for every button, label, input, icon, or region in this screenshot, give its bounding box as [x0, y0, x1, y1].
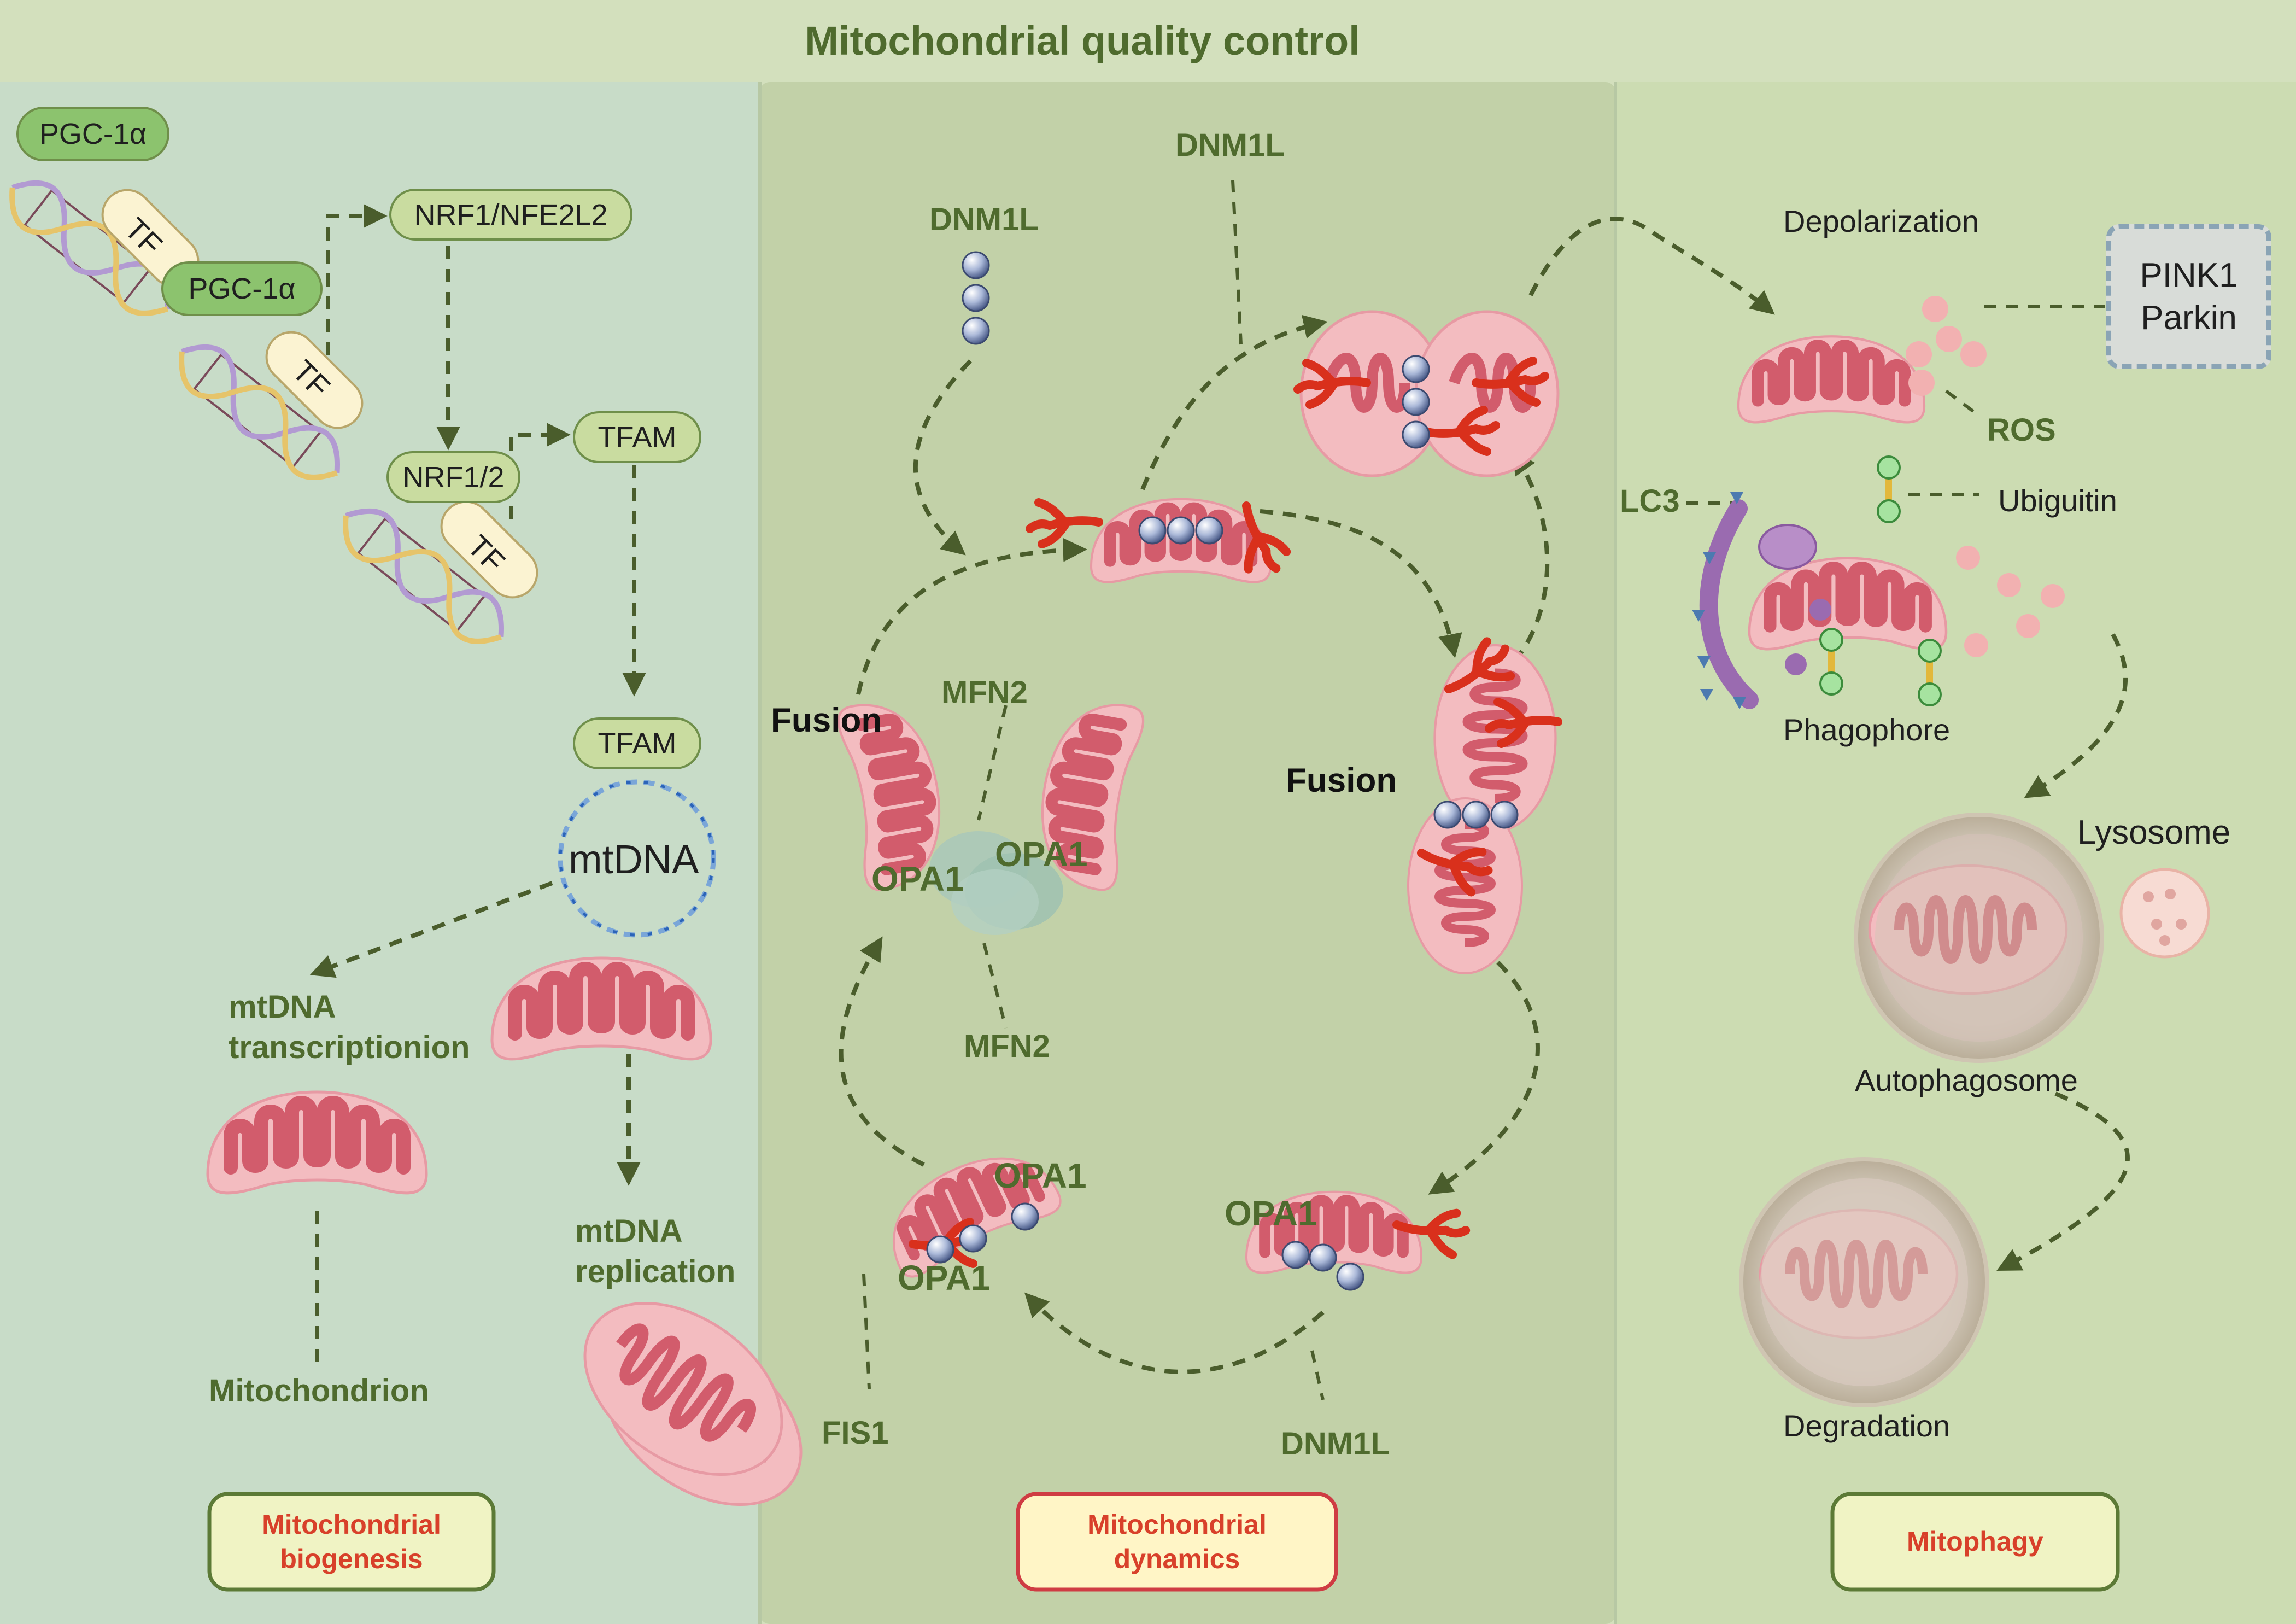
arrow-to-transcription [309, 881, 553, 978]
mitochondrion-label: Mitochondrion [209, 1373, 429, 1409]
tfam-mid-pill: TFAM [573, 717, 701, 769]
degradation-label: Degradation [1783, 1409, 1951, 1443]
degradation-vesicle [1739, 1157, 1989, 1407]
lc3-label: LC3 [1620, 483, 1680, 519]
tfam-top-pill: TFAM [573, 411, 701, 463]
dnm1l-top-label: DNM1L [1175, 127, 1285, 163]
ubiquitin-label: Ubiguitin [1998, 483, 2117, 518]
parkin-label: Parkin [2141, 299, 2237, 337]
mitochondrion-depolarized [1738, 296, 1987, 422]
arrow-to-lysosome [2024, 633, 2128, 798]
arrow-to-degradation [1996, 1091, 2130, 1271]
autophagosome [1854, 813, 2210, 1063]
autophagosome-label: Autophagosome [1855, 1063, 2078, 1097]
arrow-to-bottom-right [1428, 961, 1540, 1195]
mtdna-ring [558, 779, 716, 938]
page-title: Mitochondrial quality control [805, 18, 1360, 63]
mfn2-bottom-label: MFN2 [964, 1029, 1050, 1064]
nrf12-pill: NRF1/2 [386, 451, 520, 503]
tf-box-2 [265, 331, 364, 429]
pink1-label: PINK1 [2140, 256, 2238, 294]
transcription-label: mtDNA transcriptionion [229, 989, 470, 1066]
arrow-to-nrf1 [326, 204, 388, 355]
arrow-right-to-fused [1511, 449, 1550, 663]
arrow-top-to-fused [1140, 314, 1328, 490]
opa1-bottom-right-label: OPA1 [1225, 1194, 1317, 1233]
replication-label: mtDNA replication [575, 1213, 736, 1290]
mtdna-label: mtDNA [569, 837, 699, 882]
arrow-bottom-to-left [1024, 1292, 1325, 1374]
ros-label: ROS [1987, 412, 2056, 448]
arrow-to-depolarization [1528, 217, 1775, 315]
nrf1-nfe2l2-pill: NRF1/NFE2L2 [389, 189, 632, 241]
mitochondrion-fusion-pair [836, 694, 1145, 935]
dnm1l-stack [962, 251, 990, 345]
pink1-parkin-box: PINK1 Parkin [2106, 224, 2271, 369]
fis1-label: FIS1 [822, 1415, 889, 1451]
opa1-bottom-left-label: OPA1 [898, 1258, 991, 1298]
phagophore-label: Phagophore [1783, 712, 1951, 747]
lysosome-label: Lysosome [2077, 814, 2231, 851]
mitochondrion-fused-top [1298, 310, 1560, 477]
tf-box-3 [440, 500, 538, 599]
opa1-bottom-left-top-label: OPA1 [994, 1156, 1087, 1195]
mfn2-top-label: MFN2 [941, 675, 1028, 710]
depolarization-label: Depolarization [1783, 204, 1979, 238]
pgc1a-mid-pill: PGC-1α [161, 261, 323, 316]
section-mitophagy: Mitophagy [1907, 1526, 2043, 1557]
pgc1a-top-pill: PGC-1α [16, 107, 169, 161]
arrow-dnm1l-to-top [913, 359, 972, 556]
phagophore-group [1692, 457, 2065, 709]
opa1-fusion-right-label: OPA1 [995, 834, 1088, 874]
dnm1l-bottom-label: DNM1L [1281, 1426, 1390, 1462]
mitochondrion-bottom-left [872, 1134, 1065, 1281]
mitochondrion-bottom-right [1246, 1192, 1468, 1291]
dnm1l-left-label: DNM1L [929, 202, 1039, 237]
section-dynamics: Mitochondrial dynamics [1087, 1509, 1267, 1574]
fusion-left-label: Fusion [771, 702, 882, 739]
section-biogenesis: Mitochondrial biogenesis [262, 1509, 441, 1574]
opa1-fusion-left-label: OPA1 [871, 859, 964, 898]
fusion-right-label: Fusion [1286, 762, 1397, 799]
